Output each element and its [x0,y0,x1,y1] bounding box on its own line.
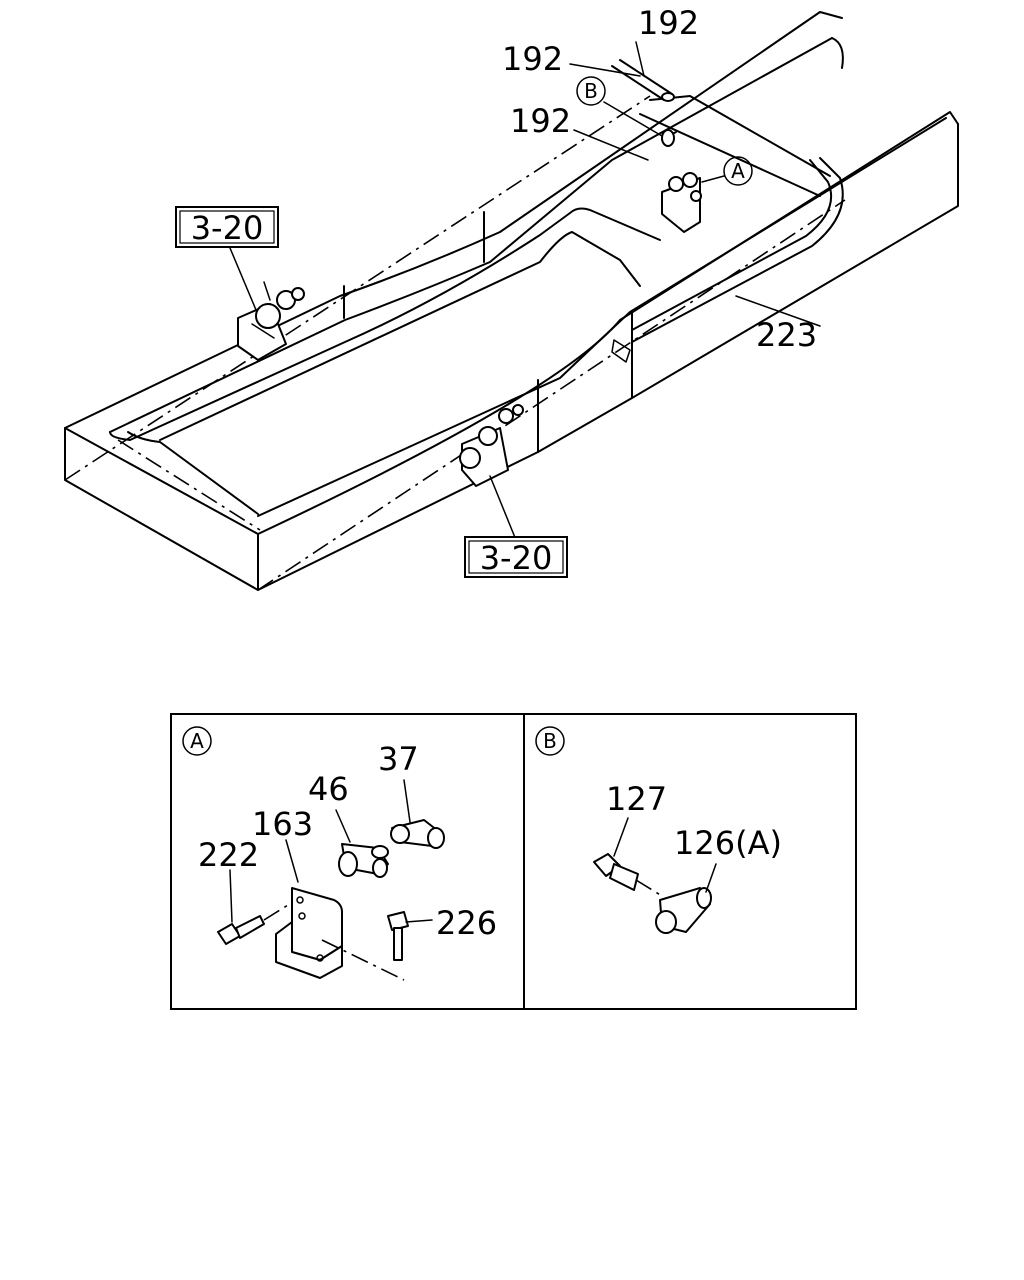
label-192-lower: 192 [510,102,571,140]
detail-marker-a: A [723,156,753,186]
ref-box-left: 3-20 [175,206,279,248]
bolt-222 [217,899,297,945]
label-192-top: 192 [638,4,699,42]
svg-text:3-20: 3-20 [480,539,553,577]
svg-text:3-20: 3-20 [191,209,264,247]
label-192-mid: 192 [502,40,563,78]
label-222: 222 [198,836,259,874]
svg-text:A: A [190,729,204,753]
detail-a: A [182,726,497,981]
chassis-frame [64,11,959,591]
label-223: 223 [756,316,817,354]
detail-b: B 127 126(A) [535,726,782,934]
tee-fitting-126 [655,887,712,934]
svg-text:B: B [584,79,598,103]
label-37: 37 [378,740,419,778]
svg-text:B: B [543,729,557,753]
leader-lines [229,41,821,541]
label-226: 226 [436,904,497,942]
ref-box-bottom: 3-20 [464,536,568,578]
detail-a-title: A [182,726,212,756]
label-163: 163 [252,805,313,843]
bracket-assembly-left [237,281,305,361]
bracket-assembly-bottom [459,404,524,487]
elbow-fitting-37 [390,819,445,849]
pipe-192 [611,59,677,147]
detail-marker-b: B [576,76,606,106]
svg-text:A: A [731,159,745,183]
label-126a: 126(A) [674,824,782,862]
detail-panel-frame [170,713,857,1010]
bolt-127 [593,853,663,897]
label-127: 127 [606,780,667,818]
label-46: 46 [308,770,349,808]
tee-fitting-46 [338,843,389,878]
fitting-a-assembly [661,172,702,233]
bracket-163 [275,887,343,979]
detail-b-title: B [535,726,565,756]
bolt-226 [321,911,409,981]
